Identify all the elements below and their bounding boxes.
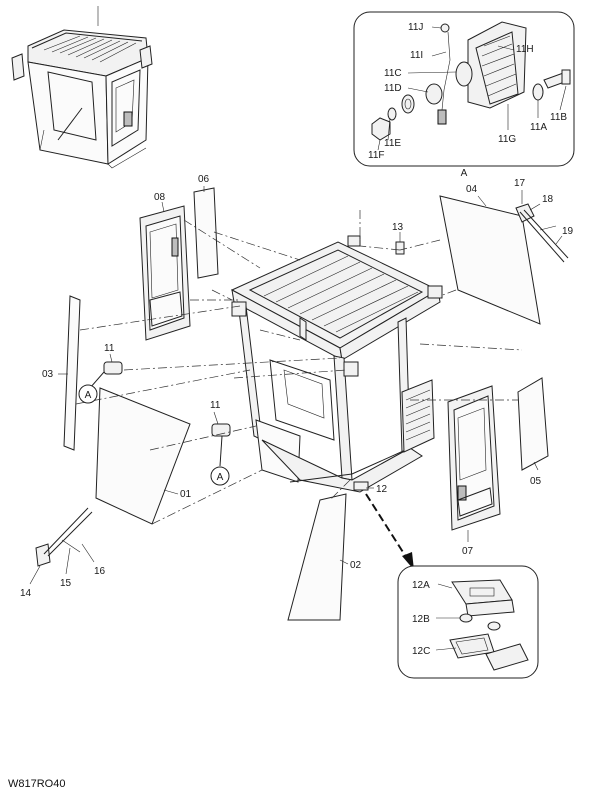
label-11-upper: 11 — [104, 343, 115, 354]
label-16: 16 — [94, 566, 106, 577]
room-lamp-12 — [353, 481, 369, 491]
label-05: 05 — [530, 476, 542, 487]
detail-12-labels: 12A 12B 12C — [412, 580, 430, 657]
label-11j: 11J — [408, 22, 423, 33]
wiper-right — [515, 203, 569, 263]
callout-a-lower: A — [210, 466, 230, 486]
assembly-lines — [75, 210, 523, 525]
detail-a-labels: 11J 11I 11H 11C 11D 11B 11A 11E 11F 11G … — [368, 22, 567, 179]
label-06: 06 — [198, 174, 210, 185]
label-11b: 11B — [550, 112, 567, 123]
label-07: 07 — [462, 546, 474, 557]
label-12a: 12A — [412, 580, 430, 591]
detail-a-lamp-box — [353, 11, 575, 167]
label-11c: 11C — [384, 68, 402, 79]
svg-text:A: A — [85, 390, 92, 401]
label-11f: 11F — [368, 150, 385, 161]
label-11e: 11E — [384, 138, 401, 149]
label-11-lower: 11 — [210, 400, 221, 411]
wiper-left — [35, 507, 93, 567]
label-12: 12 — [376, 484, 388, 495]
label-12b: 12B — [412, 614, 430, 625]
label-11g: 11G — [498, 134, 516, 145]
callout-a-upper: A — [78, 384, 98, 404]
door-07 — [447, 385, 501, 531]
glass-04 — [439, 195, 541, 325]
detail-a-title: A — [461, 168, 468, 179]
drawing-code: W817RO40 — [8, 778, 66, 790]
cab-overview-thumbnail — [11, 6, 153, 169]
glass-01 — [95, 387, 191, 525]
label-18: 18 — [542, 194, 554, 205]
label-11a: 11A — [530, 122, 547, 133]
label-08: 08 — [154, 192, 166, 203]
label-12c: 12C — [412, 646, 430, 657]
label-02: 02 — [350, 560, 362, 571]
detail-12-room-lamp-box — [397, 565, 539, 679]
label-11d: 11D — [384, 83, 402, 94]
label-13: 13 — [392, 222, 404, 233]
lamp-11-upper — [103, 361, 123, 375]
label-04: 04 — [466, 184, 478, 195]
svg-text:A: A — [217, 472, 224, 483]
label-03: 03 — [42, 369, 54, 380]
glass-03 — [63, 295, 81, 451]
cab-frame — [230, 235, 443, 493]
label-14: 14 — [20, 588, 32, 599]
lamp-11-lower — [211, 423, 231, 437]
glass-06 — [193, 187, 219, 279]
label-11i: 11I — [410, 50, 423, 61]
part-labels: 08 06 04 17 18 19 13 03 11 11 01 12 05 0… — [20, 174, 574, 599]
label-01: 01 — [180, 489, 192, 500]
door-08 — [139, 205, 191, 341]
leader-lines — [29, 186, 563, 585]
label-17: 17 — [514, 178, 526, 189]
glass-02 — [287, 493, 347, 621]
detail-12-arrow — [365, 493, 414, 570]
glass-05 — [517, 377, 549, 471]
label-11h: 11H — [516, 44, 534, 55]
label-19: 19 — [562, 226, 574, 237]
label-15: 15 — [60, 578, 72, 589]
